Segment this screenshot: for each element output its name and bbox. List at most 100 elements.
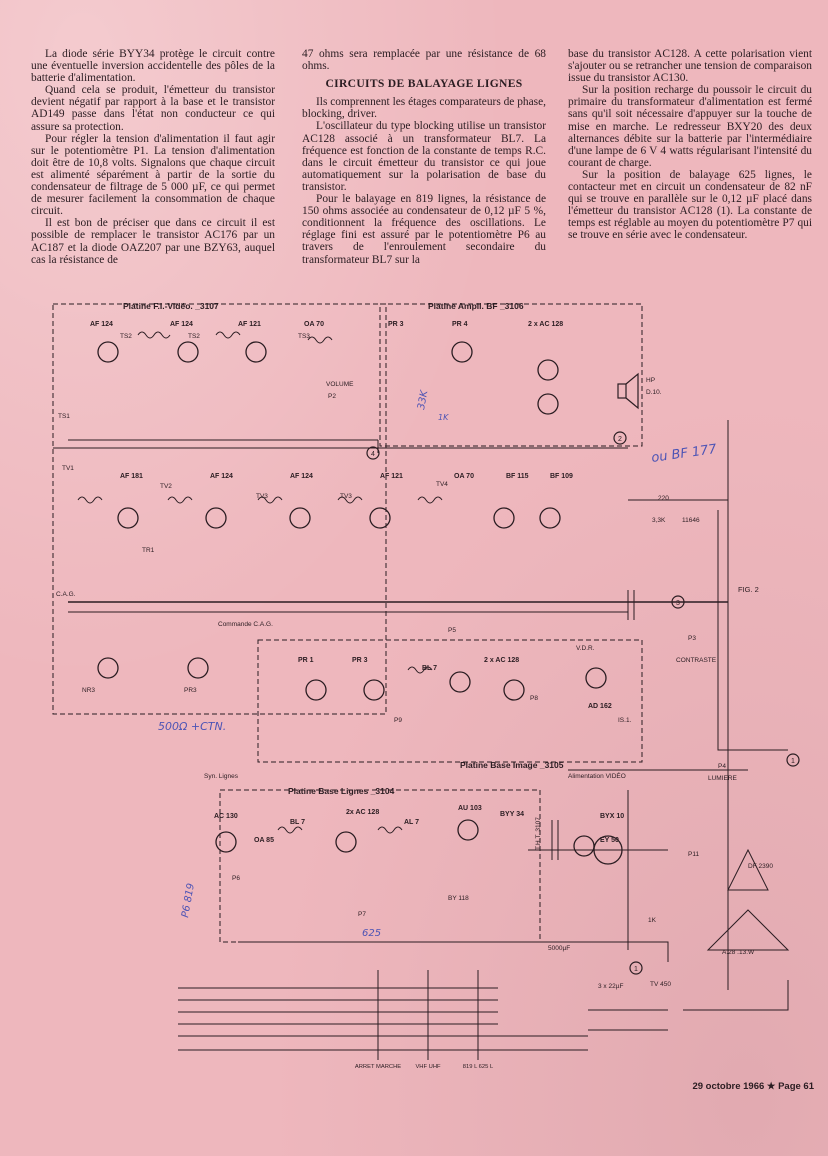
component-label: P9 <box>394 717 402 724</box>
fi-video-block-outline <box>52 303 387 715</box>
coil-symbol <box>215 331 241 339</box>
component-label: Alimentation VIDÉO <box>568 771 626 780</box>
component-label: TS2 <box>120 333 132 340</box>
node-number: 1 <box>634 966 638 973</box>
transistor-symbol <box>537 393 559 415</box>
paragraph: Sur la position recharge du poussoir le … <box>568 84 812 169</box>
component-label: 1K <box>648 917 657 924</box>
component-label: 220 <box>658 495 669 502</box>
transistor-label: AC 130 <box>214 813 238 820</box>
paragraph: 47 ohms sera remplacée par une résistanc… <box>302 48 546 73</box>
tube-symbol <box>593 835 623 865</box>
ampli-bf-block-outline <box>379 303 643 447</box>
transistor-symbol <box>335 831 357 853</box>
rail-line <box>683 980 789 1011</box>
handwritten-note: ou BF 177 <box>650 442 718 466</box>
component-label: 3,3K <box>652 517 666 524</box>
transistor-symbol <box>245 341 267 363</box>
component-label: P4 <box>718 763 726 770</box>
transistor-symbol <box>305 679 327 701</box>
transistor-label: AF 124 <box>210 473 233 480</box>
component-label: P8 <box>530 695 538 702</box>
rail-line <box>717 510 788 751</box>
transistor-label: AF 121 <box>238 321 261 328</box>
component-label: VOLUME <box>326 381 354 388</box>
component-label: P11 <box>688 851 699 858</box>
component-label: TS3 <box>298 333 310 340</box>
node-1-circle <box>786 753 800 767</box>
transistor-label: PR 1 <box>298 657 314 664</box>
rail-line <box>238 941 669 962</box>
switch-label: 819 L 625 L <box>463 1064 494 1070</box>
paragraph: Quand cela se produit, l'émetteur du tra… <box>31 84 275 133</box>
transistor-symbol <box>457 819 479 841</box>
coil-symbol <box>167 496 193 504</box>
paragraph: base du transistor AC128. A cette polari… <box>568 48 812 85</box>
article-column-2: 47 ohms sera remplacée par une résistanc… <box>302 48 546 266</box>
transistor-symbols <box>97 341 623 865</box>
component-label: 11646 <box>682 517 700 524</box>
component-label: TS2 <box>188 333 200 340</box>
component-label: D.10. <box>646 389 662 396</box>
transistor-label: 2 x AC 128 <box>484 657 519 664</box>
transistor-label: OA 85 <box>254 837 274 844</box>
component-label: LUMIERE <box>708 775 738 782</box>
transistor-symbol <box>187 657 209 679</box>
handwritten-note: 33K <box>416 388 430 410</box>
coil-symbol <box>137 331 171 339</box>
node-3-circle <box>671 595 685 609</box>
transistor-symbol <box>215 831 237 853</box>
page-footer: 29 octobre 1966 ★ Page 61 <box>692 1081 814 1092</box>
component-label: T.H.T. 3107 <box>535 817 542 850</box>
component-label: CONTRASTE <box>676 657 717 664</box>
paragraph: Ils comprennent les étages comparateurs … <box>302 96 546 121</box>
component-label: A.28 .13.W <box>722 949 755 956</box>
transistor-symbol <box>573 835 595 857</box>
transistor-symbol <box>289 507 311 529</box>
coil-symbol <box>337 496 363 504</box>
node-4-circle <box>366 446 380 460</box>
component-label: TV4 <box>436 481 448 488</box>
component-label: 3 x 22µF <box>598 983 623 990</box>
component-label: TV3 <box>340 493 352 500</box>
transistor-label: PR 3 <box>352 657 368 664</box>
handwritten-note: 500Ω +CTN. <box>158 720 226 733</box>
coil-symbol <box>277 826 303 834</box>
component-label: P2 <box>328 393 336 400</box>
coil-symbol <box>417 496 443 504</box>
fig-label: FIG. 2 <box>738 585 759 594</box>
component-label: TV 450 <box>650 981 671 988</box>
component-label: P3 <box>688 635 696 642</box>
component-label: C.A.G. <box>56 591 76 598</box>
component-label: PR3 <box>184 687 197 694</box>
node-number: 1 <box>791 758 795 765</box>
transistor-symbol <box>449 671 471 693</box>
ampli-bf-block-title: Platine Ampli. BF _3106 <box>428 301 524 311</box>
transistor-label: OA 70 <box>454 473 474 480</box>
coil-symbol <box>407 666 433 674</box>
switch-bus <box>178 987 588 1051</box>
component-label: BY 118 <box>448 895 469 902</box>
transistor-label: EY 50 <box>600 837 619 844</box>
transistor-label: BF 109 <box>550 473 573 480</box>
transistor-symbol <box>585 667 607 689</box>
coil-symbol <box>77 496 103 504</box>
paragraph: Sur la position de balayage 625 lignes, … <box>568 168 812 242</box>
component-label: TR1 <box>142 547 155 554</box>
transistor-symbol <box>451 341 473 363</box>
transistor-label: AU 103 <box>458 805 482 812</box>
component-label: P7 <box>358 911 366 918</box>
node-2-circle <box>613 431 627 445</box>
transistor-symbol <box>177 341 199 363</box>
transistor-symbol <box>539 507 561 529</box>
component-label: IS.1. <box>618 717 632 724</box>
transistor-symbol <box>537 359 559 381</box>
deflection-symbol <box>727 848 769 891</box>
node-number: 3 <box>676 600 680 607</box>
coil-symbol <box>627 590 635 620</box>
transistor-label: PR 3 <box>388 321 404 328</box>
coil-symbols <box>77 331 790 951</box>
transistor-label: BF 115 <box>506 473 529 480</box>
